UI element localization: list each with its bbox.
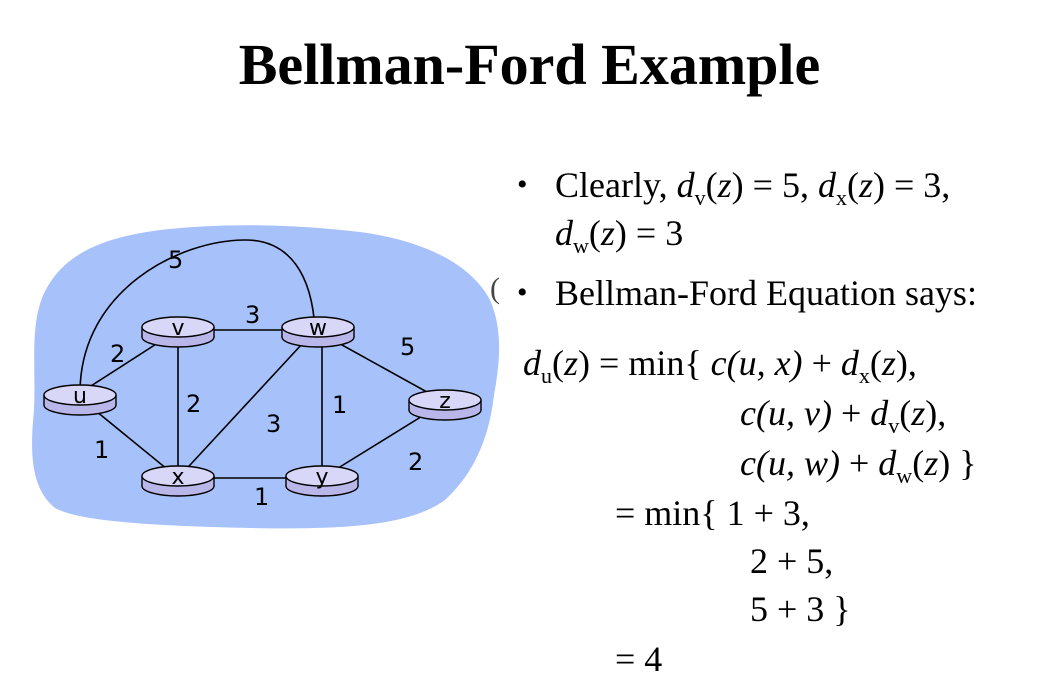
d-sub-1: v bbox=[694, 185, 706, 210]
node-z-label: z bbox=[439, 389, 451, 414]
equation-line-3: c(u, w) + dw(z) } bbox=[740, 443, 977, 488]
eq-c-2: c bbox=[740, 393, 756, 433]
eq-d-sub-3: w bbox=[896, 463, 913, 488]
equation-line-2: c(u, v) + dv(z), bbox=[740, 393, 947, 438]
equation-result: = 4 bbox=[615, 639, 663, 679]
equation-line-1: du(z) = min{ c(u, x) + dx(z), bbox=[523, 343, 917, 388]
node-x: x bbox=[141, 465, 215, 497]
eq-min-open: = min{ bbox=[590, 343, 711, 383]
slide-title: Bellman-Ford Example bbox=[238, 32, 821, 97]
edge-cost-u-v: 2 bbox=[110, 340, 125, 368]
d-val-2: = 3, bbox=[884, 165, 951, 205]
edge-cost-u-w: 5 bbox=[168, 246, 183, 274]
bullet-marker: • bbox=[517, 168, 528, 201]
stray-mark: ( bbox=[490, 272, 500, 305]
node-w-label: w bbox=[309, 316, 327, 341]
bullet-marker: • bbox=[517, 276, 528, 309]
eq-c-3: c bbox=[740, 443, 756, 483]
d-sub-2: x bbox=[835, 185, 847, 210]
edge-cost-u-x: 1 bbox=[94, 436, 109, 464]
network-cloud bbox=[32, 225, 500, 529]
eq-d-sub-1: x bbox=[858, 363, 870, 388]
node-y: y bbox=[285, 465, 359, 497]
eq-lhs-sub: u bbox=[541, 363, 552, 388]
node-w: w bbox=[281, 316, 355, 348]
node-u: u bbox=[43, 384, 117, 416]
node-x-label: x bbox=[171, 465, 184, 490]
edge-cost-y-z: 2 bbox=[408, 448, 423, 476]
d-val-1: = 5, bbox=[743, 165, 818, 205]
edge-cost-x-w: 3 bbox=[266, 410, 281, 438]
node-z: z bbox=[408, 389, 482, 421]
edge-x-w bbox=[177, 329, 316, 479]
d-val-3: = 3 bbox=[626, 213, 684, 253]
eq-end-2: , bbox=[937, 393, 947, 433]
equation-step-2: 2 + 5, bbox=[750, 541, 834, 581]
network-graph: 2 1 5 3 2 3 1 1 5 2 u v w bbox=[32, 225, 500, 529]
node-v: v bbox=[141, 316, 215, 348]
bullet-clearly-line2: dw(z) = 3 bbox=[555, 213, 684, 258]
eq-c-1: c bbox=[710, 343, 727, 383]
node-u-label: u bbox=[73, 384, 87, 409]
node-y-label: y bbox=[315, 465, 328, 490]
bullet-clearly-prefix: Clearly, bbox=[555, 165, 677, 205]
eq-end-1: , bbox=[907, 343, 917, 383]
edge-cost-v-w: 3 bbox=[245, 301, 260, 329]
bullet-clearly-line1: Clearly, dv(z) = 5, dx(z) = 3, bbox=[555, 165, 951, 210]
eq-args-3: (u, w) bbox=[755, 443, 840, 483]
edge-cost-x-y: 1 bbox=[254, 483, 269, 511]
node-v-label: v bbox=[171, 316, 184, 341]
eq-args-1: (u, x) bbox=[726, 343, 803, 383]
eq-args-2: (u, v) bbox=[755, 393, 832, 433]
d-sub-3: w bbox=[573, 233, 589, 258]
eq-d-sub-2: v bbox=[888, 413, 900, 438]
equation-step-3: 5 + 3 } bbox=[750, 589, 851, 629]
edge-u-w bbox=[79, 239, 316, 394]
equation-step-1: = min{ 1 + 3, bbox=[615, 493, 810, 533]
edge-cost-w-y: 1 bbox=[332, 391, 347, 419]
edge-cost-v-x: 2 bbox=[186, 390, 201, 418]
bullet-equation-says: Bellman-Ford Equation says: bbox=[555, 273, 977, 313]
edge-cost-w-z: 5 bbox=[400, 333, 415, 361]
eq-end-3: } bbox=[950, 443, 977, 483]
